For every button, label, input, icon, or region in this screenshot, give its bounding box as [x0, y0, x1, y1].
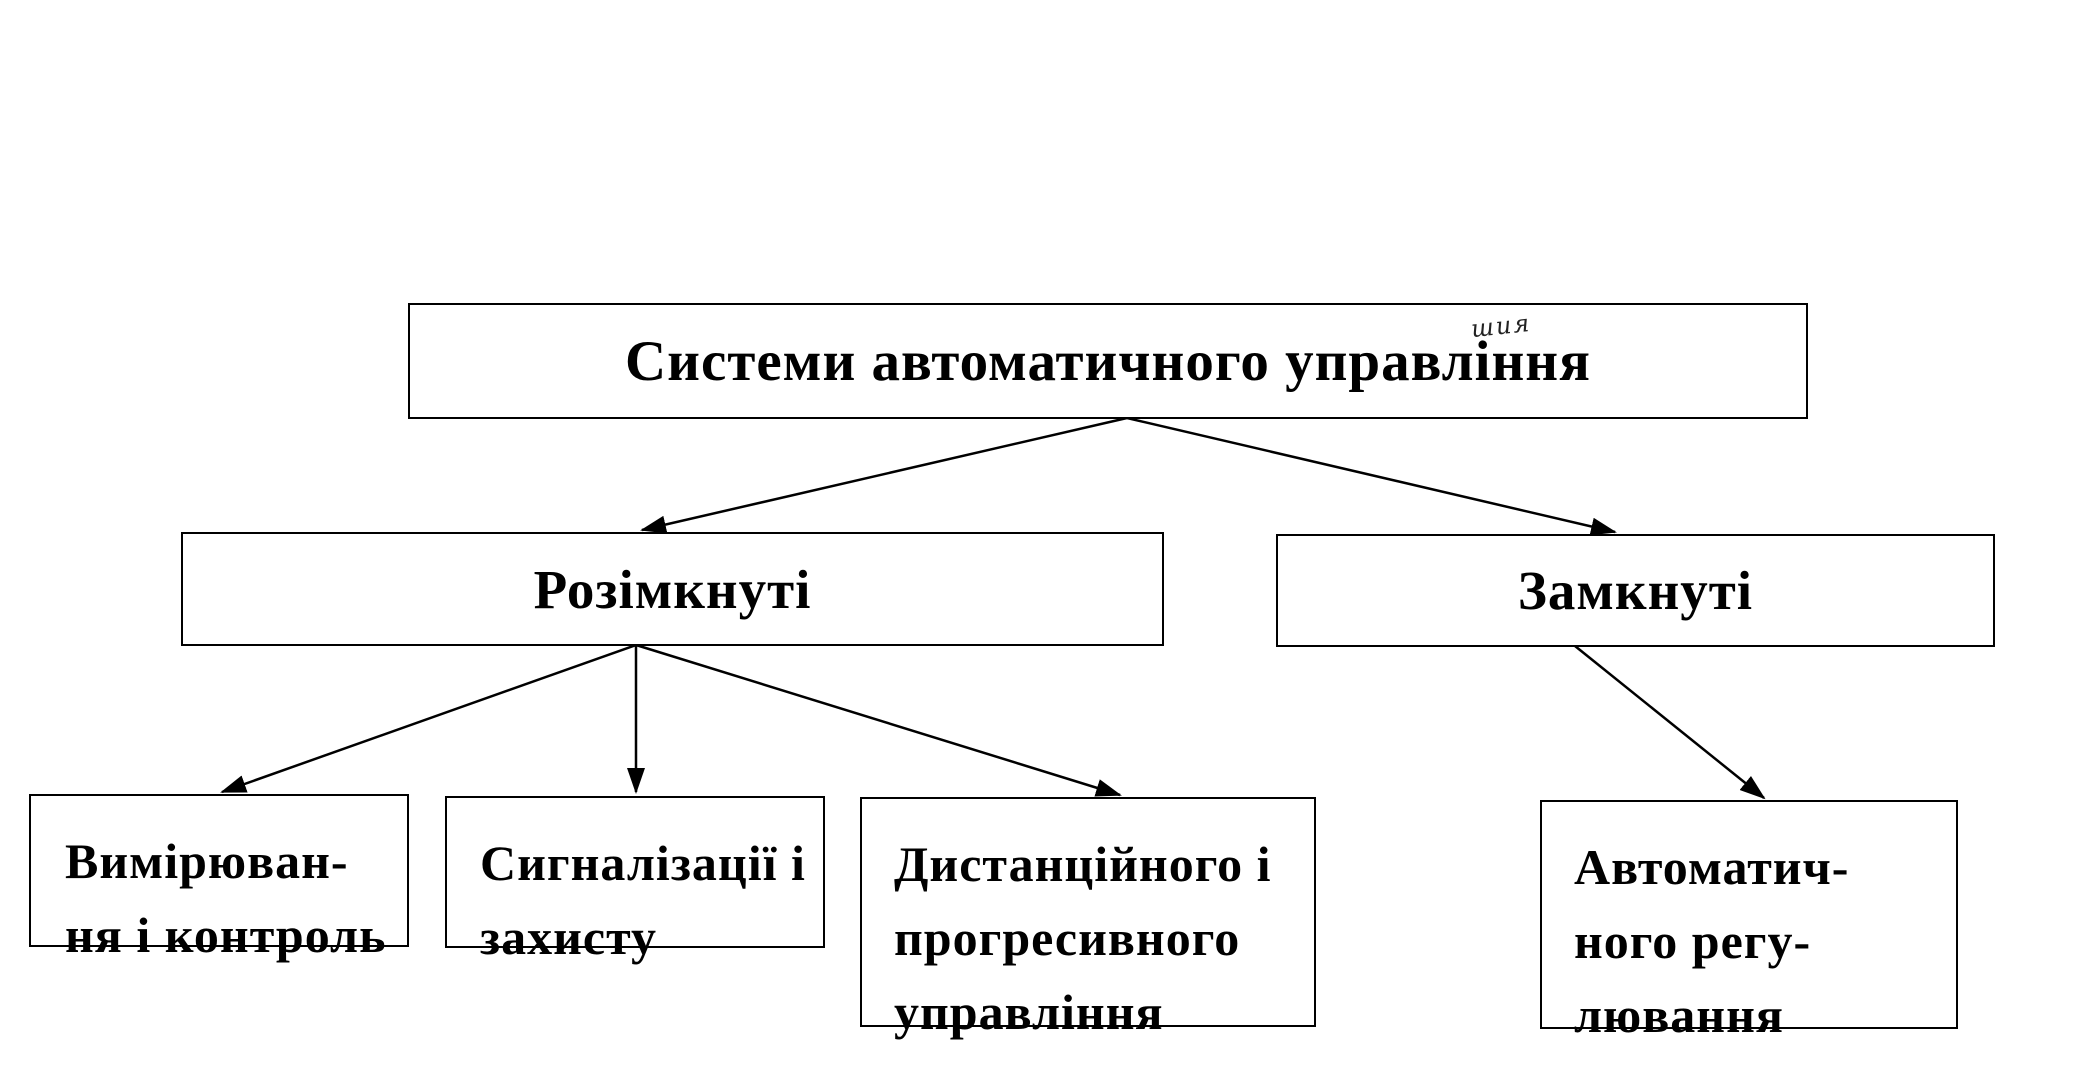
automatic-regulation-line-1: Автоматич-: [1574, 839, 1850, 895]
open-systems-label: Розімкнуті: [533, 558, 812, 620]
root-node: Системи автоматичного управління: [408, 303, 1808, 419]
signaling-protection-line-1: Сигналізації і: [480, 835, 806, 891]
measurement-control-node: Вимірюван- ня і контроль: [29, 794, 409, 963]
closed-systems-node: Замкнуті: [1276, 534, 1995, 647]
arrow-root-to-open: [640, 416, 1128, 534]
automatic-regulation-node: Автоматич- ного регу- лювання: [1540, 800, 1958, 1043]
automatic-regulation-line-3: лювання: [1574, 987, 1784, 1043]
signaling-protection-node: Сигналізації і захисту: [445, 796, 825, 965]
remote-progressive-line-3: управління: [894, 984, 1164, 1040]
arrow-root-to-closed: [1126, 416, 1617, 536]
automatic-regulation-line-2: ного регу-: [1574, 913, 1812, 969]
signaling-protection-line-2: захисту: [480, 909, 657, 965]
closed-systems-label: Замкнуті: [1517, 560, 1754, 621]
arrow-open-to-measurement: [220, 643, 637, 794]
root-node-label: Системи автоматичного управління: [625, 329, 1591, 393]
open-systems-node: Розімкнуті: [181, 532, 1164, 646]
measurement-control-line-1: Вимірюван-: [65, 833, 349, 889]
remote-progressive-node: Дистанційного і прогресивного управління: [860, 797, 1316, 1040]
arrow-open-to-remote: [635, 643, 1122, 797]
remote-progressive-line-2: прогресивного: [894, 910, 1241, 966]
arrow-closed-to-regulation: [1574, 645, 1766, 800]
measurement-control-line-2: ня і контроль: [65, 907, 387, 963]
remote-progressive-line-1: Дистанційного і: [894, 836, 1272, 892]
